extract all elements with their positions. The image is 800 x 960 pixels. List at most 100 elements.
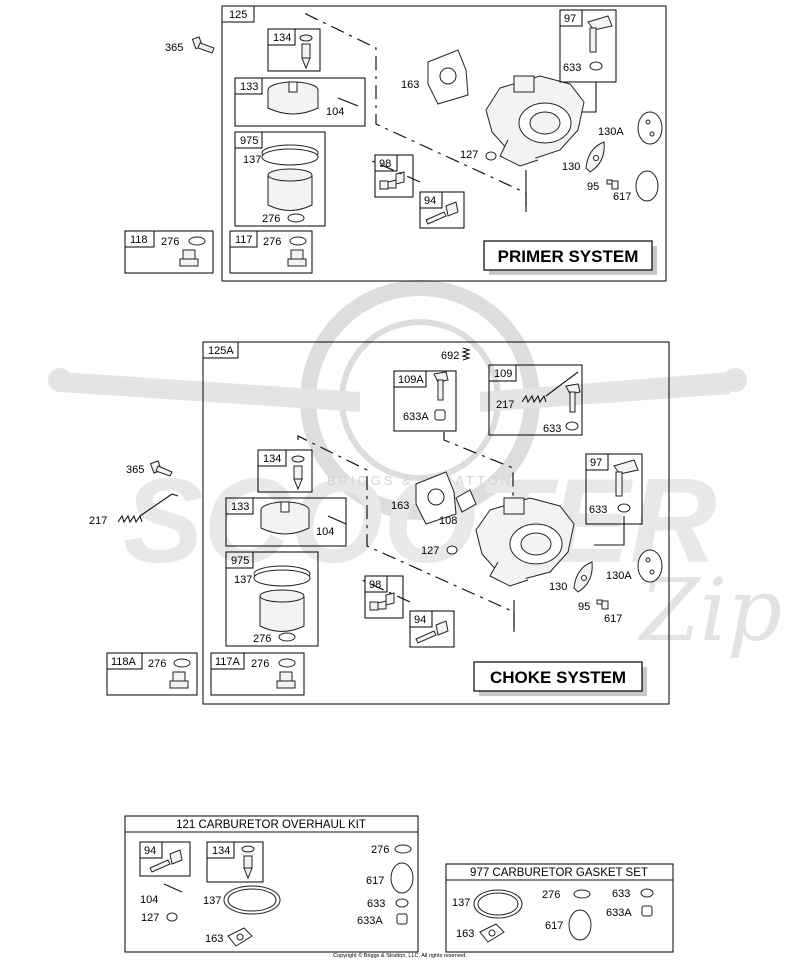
kit-label-104: 104: [140, 894, 158, 906]
primer-throttle-plate-130A: [637, 111, 663, 145]
primer-carburetor-body: [485, 75, 585, 167]
kit-idle-screw: [149, 849, 183, 873]
primer-label-276c: 276: [263, 236, 281, 248]
choke-shaft-109: [565, 383, 581, 413]
primer-label-276b: 276: [161, 236, 179, 248]
choke-spring-692: [461, 347, 471, 361]
choke-idle-screw-part: [415, 620, 449, 644]
primer-bowl-nut-117: [287, 249, 307, 267]
primer-box-133: 133: [240, 81, 258, 93]
kit-gasket-163: [227, 927, 253, 947]
choke-label-276b: 276: [148, 658, 166, 670]
choke-assembly-label: 125A: [208, 345, 234, 357]
primer-idle-screw-part: [425, 201, 459, 225]
watermark: SCOOTER Zip BRIGGS & STRATTON: [48, 280, 782, 661]
primer-gasket-163: [427, 49, 469, 105]
choke-label-108: 108: [439, 515, 457, 527]
primer-label-163: 163: [401, 79, 419, 91]
choke-gasket-163: [415, 471, 457, 525]
choke-carburetor-body: [475, 497, 575, 587]
primer-label-617: 617: [613, 191, 631, 203]
watermark-script: Zip: [637, 561, 782, 661]
primer-label-130A: 130A: [598, 126, 624, 138]
kit-label-276: 276: [371, 844, 389, 856]
primer-bowl-nut-118: [179, 249, 199, 267]
primer-box-118: 118: [130, 234, 148, 246]
choke-box-133: 133: [231, 501, 249, 513]
gasket-label-633: 633: [612, 888, 630, 900]
choke-label-692: 692: [441, 350, 459, 362]
choke-part-108: [455, 489, 477, 513]
primer-label-127: 127: [460, 149, 478, 161]
choke-screw-95: [596, 599, 609, 610]
primer-label-137: 137: [243, 154, 261, 166]
overhaul-kit-title: 121 CARBURETOR OVERHAUL KIT: [176, 819, 366, 831]
primer-label-130: 130: [562, 161, 580, 173]
gasket-label-617: 617: [545, 920, 563, 932]
choke-box-98: 98: [369, 579, 381, 591]
primer-label-365: 365: [165, 42, 183, 54]
primer-box-98: 98: [379, 158, 391, 170]
choke-label-633A: 633A: [403, 411, 429, 423]
choke-choke-plate-130: [573, 561, 593, 593]
choke-spring-inner: [521, 371, 579, 404]
choke-label-617: 617: [604, 613, 622, 625]
choke-label-130: 130: [549, 581, 567, 593]
choke-label-127: 127: [421, 545, 439, 557]
kit-label-137: 137: [203, 895, 221, 907]
choke-label-217: 217: [89, 515, 107, 527]
primer-box-117: 117: [235, 234, 253, 246]
choke-bowl-part: [253, 565, 311, 632]
gasket-part-163: [479, 923, 505, 943]
choke-label-104: 104: [316, 526, 334, 538]
kit-label-633A: 633A: [357, 915, 383, 927]
primer-bowl-part: [261, 144, 319, 211]
choke-screw-part: [369, 592, 395, 611]
choke-label-130A: 130A: [606, 570, 632, 582]
choke-label-137: 137: [234, 574, 252, 586]
choke-label-95: 95: [578, 601, 590, 613]
primer-float-part: [267, 81, 319, 115]
choke-label-276a: 276: [253, 633, 271, 645]
primer-screw-part: [379, 171, 405, 190]
choke-bowl-nut-117A: [276, 671, 296, 689]
gasket-label-633A: 633A: [606, 907, 632, 919]
primer-box-134: 134: [273, 32, 291, 44]
primer-box-94: 94: [424, 195, 436, 207]
choke-shaft-109A: [433, 371, 449, 401]
primer-label-633: 633: [563, 62, 581, 74]
choke-label-633-right: 633: [589, 504, 607, 516]
choke-box-118A: 118A: [111, 656, 137, 668]
primer-throttle-shaft: [587, 15, 613, 53]
choke-label-217-inner: 217: [496, 399, 514, 411]
kit-label-633: 633: [367, 898, 385, 910]
primer-box-97: 97: [564, 13, 576, 25]
primer-box-975: 975: [240, 135, 258, 147]
choke-system-panel: 125A 692 109A 633A 109 217 633: [89, 341, 670, 705]
primer-oring-617: [635, 170, 659, 202]
primer-washer: [287, 213, 305, 223]
primer-choke-plate-130: [585, 141, 605, 173]
gasket-set-title: 977 CARBURETOR GASKET SET: [470, 867, 648, 879]
choke-spring-217: [117, 493, 179, 524]
choke-box-134: 134: [263, 453, 281, 465]
primer-assembly-label: 125: [229, 9, 247, 21]
primer-system-panel: 125 134 133 104 975 137: [124, 5, 667, 282]
choke-box-109A: 109A: [398, 374, 424, 386]
kit-label-163: 163: [205, 933, 223, 945]
choke-box-117A: 117A: [215, 656, 241, 668]
primer-system-title: PRIMER SYSTEM: [498, 247, 639, 266]
primer-bolt-365: [191, 36, 215, 54]
choke-label-633-inner: 633: [543, 423, 561, 435]
choke-bolt-365: [149, 460, 173, 477]
gasket-set-panel: 977 CARBURETOR GASKET SET 137 163 276 61…: [445, 863, 674, 953]
primer-screw-95: [606, 179, 619, 190]
gasket-label-276: 276: [542, 889, 560, 901]
choke-bowl-nut-118A: [169, 671, 189, 689]
primer-label-276a: 276: [262, 213, 280, 225]
primer-needle-part: [299, 34, 313, 70]
choke-box-975: 975: [231, 555, 249, 567]
choke-float-part: [260, 501, 310, 535]
kit-needle: [241, 845, 255, 880]
